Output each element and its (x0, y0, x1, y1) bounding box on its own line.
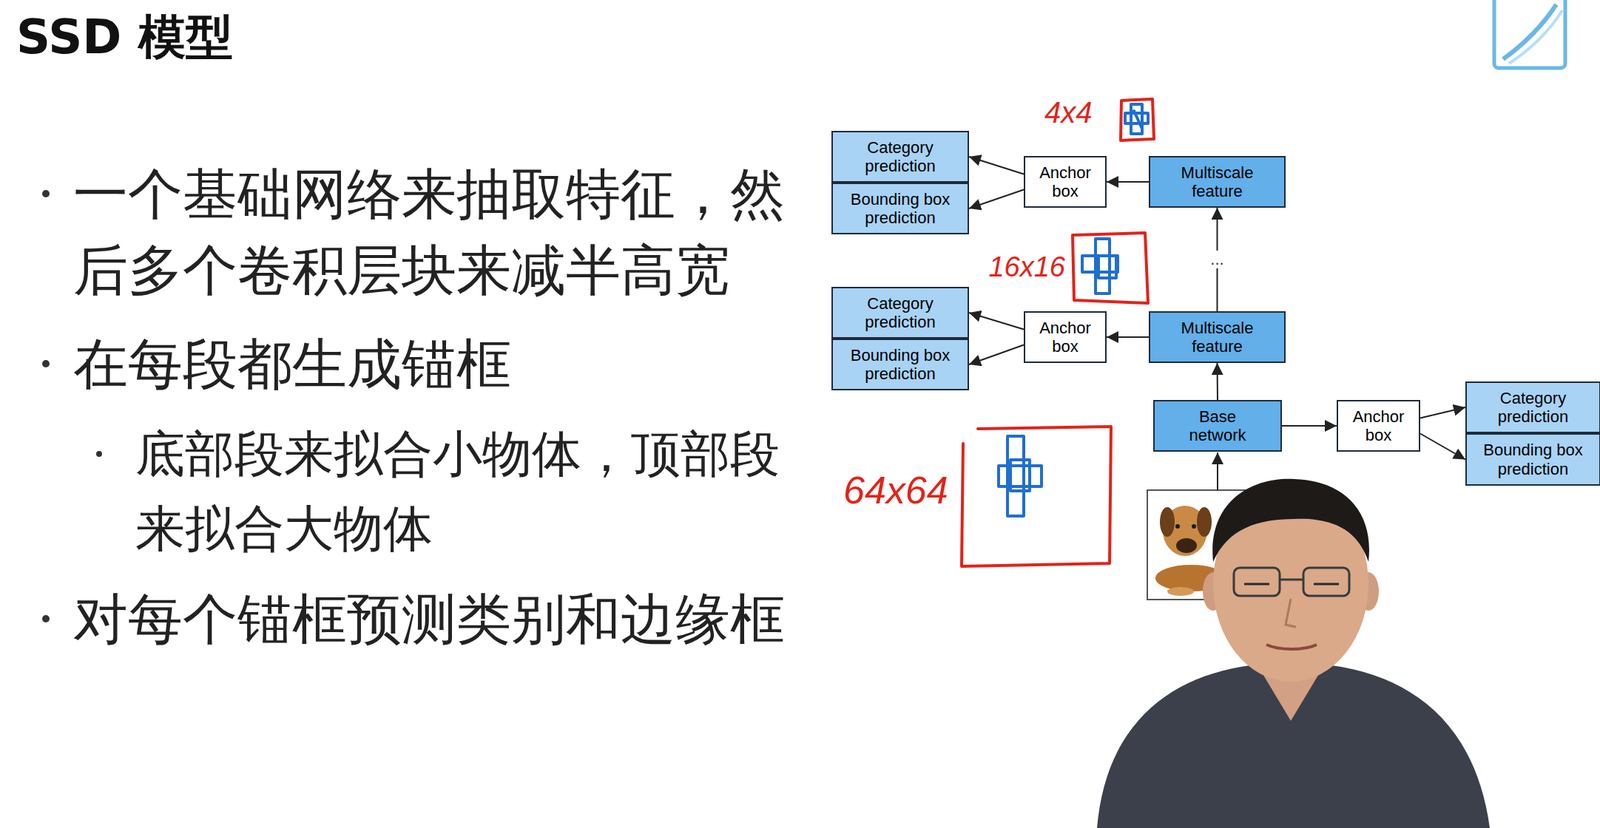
connector-arrow (1216, 363, 1220, 401)
bullet-dot (42, 190, 50, 198)
bullet-text: 在每段都生成锚框 (73, 326, 795, 403)
size-note: 16x16 (988, 250, 1066, 285)
connector-arrow (1420, 434, 1466, 461)
input-arrow (1216, 452, 1219, 491)
node-text: Anchor box (1341, 407, 1416, 446)
anchor-box: Anchor box (1023, 311, 1107, 364)
label-box: 底部段来拟合小物体，顶部段 来拟合大物体 (135, 417, 794, 567)
size-note: 4x4 (1044, 94, 1093, 131)
anchor-box: Anchor box (1023, 156, 1107, 208)
feature-box: Multiscale feature (1148, 156, 1286, 208)
node-text: Bounding box prediction (1470, 440, 1597, 479)
node-text: Category prediction (836, 138, 964, 177)
connector-arrow (1106, 181, 1149, 183)
bullet-text: 一个基础网络来抽取特征，然 后多个卷积层块来减半高宽 (73, 156, 795, 309)
prediction-box: Bounding box prediction (1465, 433, 1600, 486)
prediction-box: Category prediction (831, 130, 970, 183)
connector-arrow (969, 190, 1024, 210)
connector-arrow (1281, 425, 1337, 427)
connector-arrow (969, 345, 1024, 366)
size-note: 64x64 (843, 467, 949, 514)
label-box: 64x64 (843, 467, 949, 514)
annotation-sketch (961, 99, 1154, 567)
node-text: Multiscale feature (1162, 163, 1274, 202)
sub-bullet-text: 底部段来拟合小物体，顶部段 来拟合大物体 (135, 417, 794, 567)
prediction-box: Category prediction (1465, 381, 1600, 434)
node-text: Anchor box (1028, 163, 1103, 202)
node-text: Multiscale feature (1162, 318, 1274, 357)
bullet-dot (42, 615, 50, 623)
connector-arrow (969, 156, 1024, 175)
network-box: Base network (1153, 400, 1282, 452)
slide-title: SSD 模型 (16, 7, 234, 67)
node-text: Bounding box prediction (836, 346, 964, 384)
prediction-box: Category prediction (831, 287, 970, 339)
bullet-dot (42, 360, 50, 368)
label-box: 4x4 (1044, 94, 1093, 131)
label-box: 一个基础网络来抽取特征，然 后多个卷积层块来减半高宽 (73, 156, 795, 309)
feature-box: Multiscale feature (1148, 311, 1286, 364)
node-text: Anchor box (1028, 318, 1103, 357)
node-text: Bounding box prediction (836, 190, 964, 228)
node-text: Category prediction (1470, 389, 1597, 427)
prediction-box: Bounding box prediction (831, 182, 970, 235)
bullet-dot (96, 451, 103, 458)
presenter (1096, 479, 1490, 828)
label-box: 在每段都生成锚框 (73, 326, 795, 403)
node-text: Base network (1176, 407, 1259, 446)
prediction-box: Bounding box prediction (831, 338, 970, 391)
logo (1494, 0, 1566, 69)
label-box: 16x16 (988, 250, 1066, 285)
connector-arrow (969, 312, 1024, 330)
connector-arrow (1106, 336, 1149, 339)
node-text: Category prediction (836, 294, 964, 333)
connector-arrow (1420, 407, 1466, 419)
bullet-text: 对每个锚框预测类别和边缘框 (73, 581, 795, 658)
anchor-box: Anchor box (1336, 400, 1421, 452)
edge-label: ... (1207, 250, 1227, 269)
title-box: SSD 模型 (16, 7, 234, 67)
label-box: 对每个锚框预测类别和边缘框 (73, 581, 795, 658)
